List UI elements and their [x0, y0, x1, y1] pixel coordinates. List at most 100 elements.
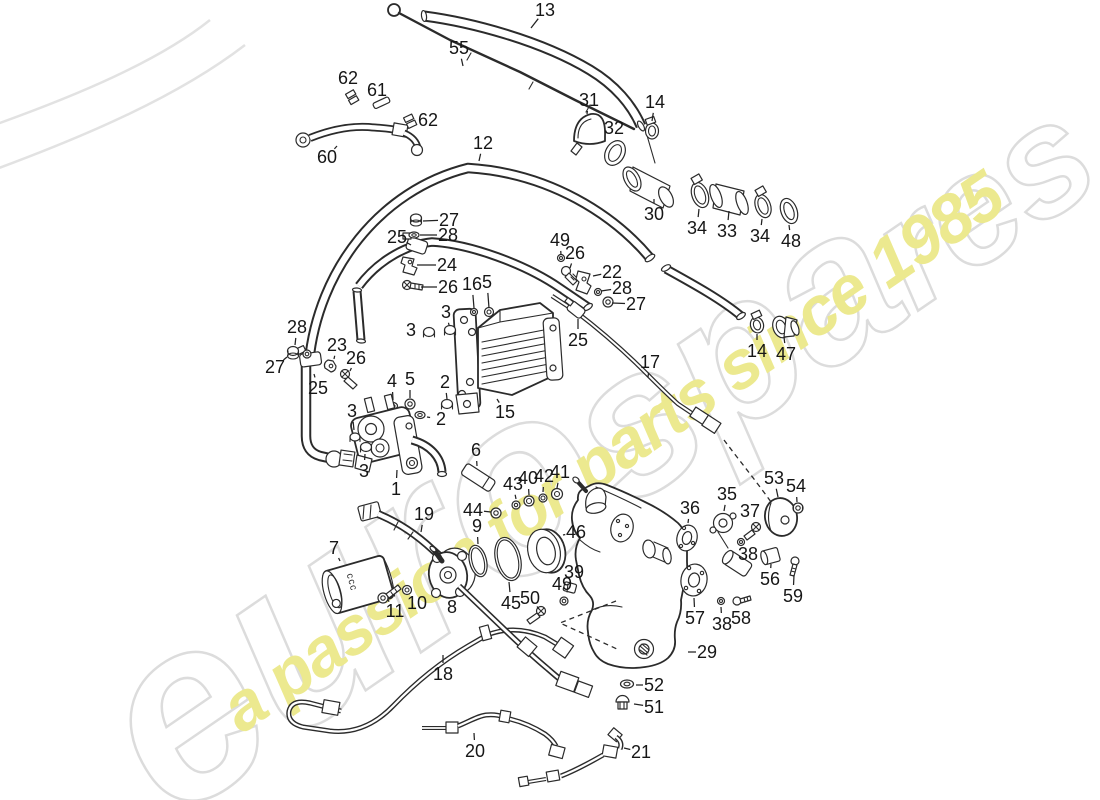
part-number-label: 3 — [347, 401, 357, 421]
tank-supply-pipe — [456, 583, 594, 698]
part-number-label: 56 — [760, 569, 780, 589]
part-number-label: 36 — [680, 498, 700, 518]
hose-anchor-hardware-left — [286, 345, 358, 390]
bracket-35 — [709, 512, 753, 577]
part-number-label: 18 — [433, 664, 453, 684]
label-leader-line — [647, 372, 650, 378]
label-leader-line — [313, 373, 316, 378]
oring-9 — [468, 544, 488, 578]
part-number-label: 3 — [359, 461, 369, 481]
label-leader-line — [514, 494, 517, 500]
part-number-label: 26 — [438, 277, 458, 297]
part-number-label: 11 — [386, 601, 405, 621]
part-number-label: 53 — [764, 468, 784, 488]
part-number-label: 10 — [407, 593, 427, 613]
part-number-label: 21 — [631, 742, 651, 762]
label-leader-line — [600, 288, 612, 292]
label-leader-line — [483, 510, 492, 513]
washer-52 — [619, 679, 635, 689]
label-leader-line — [420, 524, 423, 533]
part-number-label: 12 — [473, 133, 493, 153]
part-number-label: 9 — [472, 516, 482, 536]
part-number-label: 28 — [438, 225, 458, 245]
label-leader-line — [422, 219, 439, 222]
part-number-label: 60 — [317, 147, 337, 167]
dipstick — [387, 3, 636, 131]
part-number-label: 44 — [463, 500, 483, 520]
part-number-label: 51 — [644, 697, 664, 717]
oil-filler-tube — [420, 9, 656, 164]
part-number-label: 43 — [503, 474, 523, 494]
part-number-label: 31 — [579, 90, 599, 110]
clip-62b — [402, 113, 418, 130]
grommet-47 — [772, 315, 800, 339]
part-number-label: 15 — [495, 402, 515, 422]
washer-38b — [716, 596, 726, 606]
filler-neck — [622, 166, 674, 209]
label-leader-line — [445, 392, 448, 400]
label-leader-line — [536, 606, 540, 610]
part-number-label: 20 — [465, 741, 485, 761]
oring-45 — [494, 536, 522, 582]
part-number-label: 40 — [518, 468, 538, 488]
label-leader-line — [508, 581, 511, 593]
filter-flange-8 — [427, 545, 476, 599]
label-leader-line — [760, 218, 763, 226]
part-number-label: 19 — [414, 504, 434, 524]
part-number-label: 27 — [265, 357, 285, 377]
nut-54 — [792, 502, 804, 514]
label-leader-line — [387, 599, 390, 603]
part-number-label: 17 — [640, 352, 660, 372]
part-number-label: 5 — [405, 369, 415, 389]
label-leader-line — [775, 488, 779, 498]
part-number-label: 14 — [747, 341, 767, 361]
connector-hose-33 — [709, 183, 749, 216]
return-pipe-18 — [286, 624, 575, 734]
part-number-label: 34 — [750, 226, 770, 246]
label-leader-line — [283, 356, 288, 361]
label-leader-line — [651, 112, 654, 122]
oil-filter: ccc — [321, 555, 396, 615]
label-leader-line — [352, 421, 355, 431]
plug-56 — [760, 547, 781, 566]
label-leader-line — [487, 292, 490, 309]
part-number-label: 33 — [717, 221, 737, 241]
hose-clamp-14b — [749, 309, 765, 334]
hose-clamp-25b — [402, 232, 429, 255]
hose-21 — [517, 727, 624, 788]
part-number-label: 59 — [783, 586, 803, 606]
label-leader-line — [472, 294, 475, 309]
bolt-58 — [732, 595, 752, 606]
part-number-label: 38 — [738, 544, 758, 564]
part-number-label: 45 — [501, 593, 521, 613]
part-number-label: 50 — [520, 588, 540, 608]
hose-clamp-25c — [564, 296, 586, 319]
label-leader-line — [349, 367, 352, 372]
part-number-label: 29 — [697, 642, 717, 662]
washer-10 — [401, 584, 413, 596]
main-oil-hose-12 — [300, 162, 656, 468]
cooler-mount-hardware-column — [400, 213, 424, 291]
breather-tube — [351, 287, 367, 344]
label-leader-line — [556, 482, 559, 489]
oil-cooler — [452, 302, 564, 415]
part-number-label: 24 — [437, 255, 457, 275]
label-leader-line — [723, 504, 726, 512]
screw-50 — [526, 605, 547, 625]
washer-49b — [559, 596, 569, 606]
part-number-label: 47 — [776, 344, 796, 364]
drain-plug-51 — [615, 694, 630, 710]
label-leader-line — [727, 210, 730, 221]
tank-filler-fitting — [572, 476, 607, 514]
tank-feed-hose — [660, 264, 746, 321]
label-leader-line — [338, 557, 341, 562]
filter-logo-text: ccc — [344, 572, 359, 592]
filler-hardware-row — [490, 487, 564, 519]
part-number-label: 3 — [406, 320, 416, 340]
screw-37 — [743, 521, 762, 541]
oil-pipe-6 — [461, 463, 496, 492]
label-leader-line — [562, 533, 566, 536]
part-number-label: 27 — [626, 294, 646, 314]
watermark-swoosh — [0, 19, 246, 169]
